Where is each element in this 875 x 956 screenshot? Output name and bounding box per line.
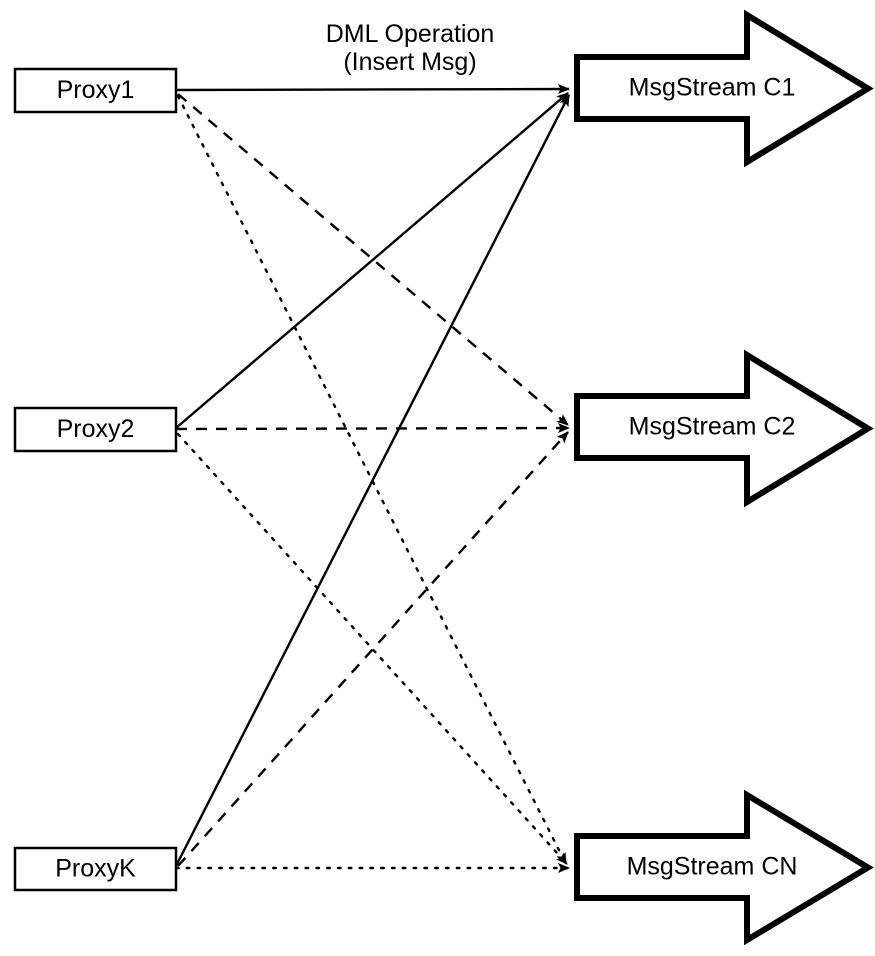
- edge-line-solid: [174, 94, 571, 867]
- proxy-box: [13, 846, 178, 892]
- edge-p2_c1: [175, 92, 569, 429]
- msgstream-stream_c1[interactable]: MsgStream C1: [574, 9, 874, 168]
- msgstream-arrow-shape: [574, 9, 874, 168]
- proxy-node-proxy1[interactable]: Proxy1: [13, 67, 178, 114]
- proxy-label: Proxy2: [57, 415, 135, 443]
- proxy-box: [13, 406, 178, 453]
- edge-p1_cn: [176, 94, 568, 866]
- dml-operation-annotation: DML Operation (Insert Msg): [326, 20, 495, 76]
- proxy-label: ProxyK: [55, 855, 136, 883]
- edge-pk_c2: [177, 431, 569, 867]
- proxy-label: Proxy1: [57, 76, 135, 104]
- msgstream-arrow-shape: [574, 349, 874, 508]
- edge-p2_c2: [175, 423, 570, 434]
- proxy-node-proxyk[interactable]: ProxyK: [13, 846, 178, 892]
- edge-line-dotted: [176, 94, 568, 866]
- msgstream-arrow-shape: [574, 789, 874, 946]
- msgstream-label: MsgStream C1: [629, 74, 796, 102]
- edge-p1_c1: [175, 84, 570, 95]
- edge-line-solid: [175, 84, 570, 95]
- edge-line-dashed: [175, 423, 570, 434]
- msgstream-label: MsgStream CN: [627, 853, 798, 881]
- edge-p1_c2: [177, 93, 569, 426]
- streams-layer: MsgStream C1 MsgStream C2 MsgStream CN: [574, 9, 874, 946]
- edge-line-dashed: [177, 431, 569, 867]
- msgstream-stream_cn[interactable]: MsgStream CN: [574, 789, 874, 946]
- proxy-node-proxy2[interactable]: Proxy2: [13, 406, 178, 453]
- dml-operation-label-line1: DML Operation: [326, 20, 495, 48]
- msgstream-stream_c2[interactable]: MsgStream C2: [574, 349, 874, 508]
- edge-line-dashed: [177, 93, 569, 426]
- edge-p2_cn: [176, 432, 569, 866]
- msgstream-label: MsgStream C2: [629, 413, 796, 441]
- edges-layer: [174, 84, 571, 873]
- edge-line-dotted: [176, 432, 569, 866]
- dml-operation-label-line2: (Insert Msg): [343, 48, 476, 76]
- edge-pk_c1: [174, 94, 571, 867]
- edge-line-solid: [175, 92, 569, 429]
- proxy-box: [13, 67, 178, 114]
